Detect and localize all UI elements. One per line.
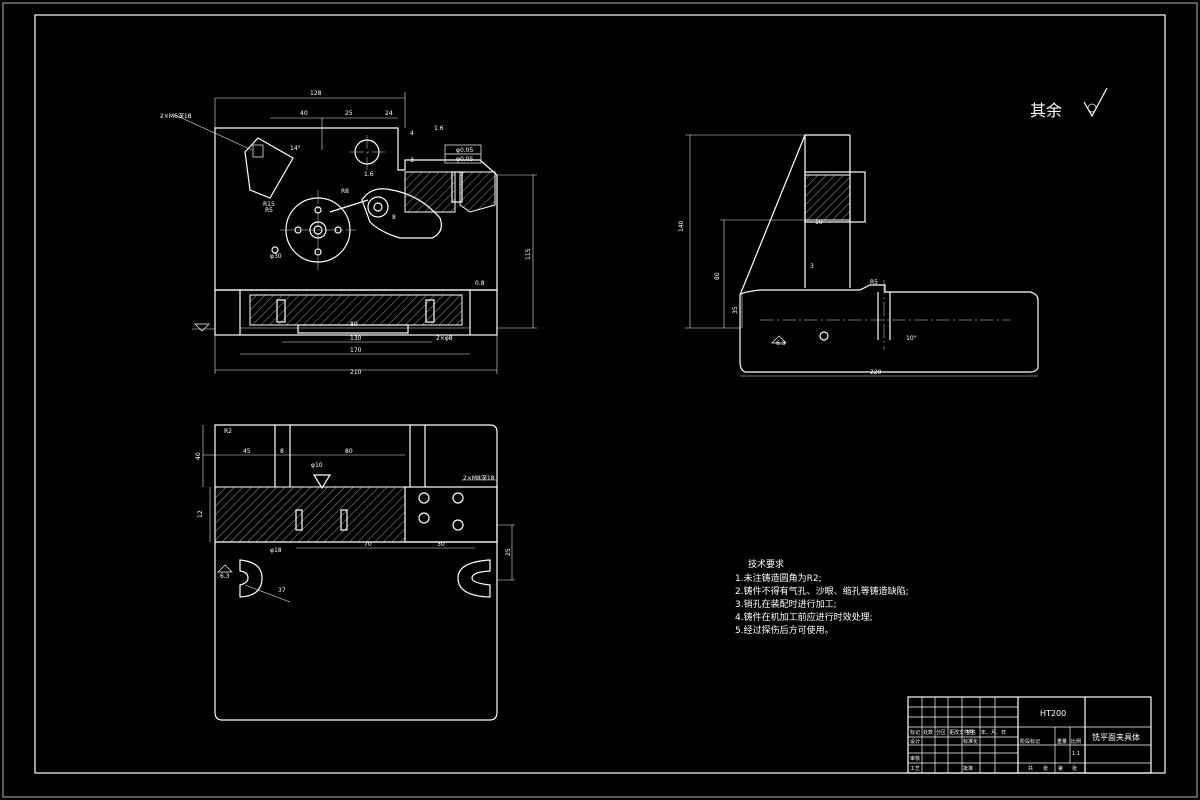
title-block-sheet-no: 第 <box>1058 765 1063 772</box>
side-dim-r5: R5 <box>870 279 878 286</box>
title-block-header-date: 年、月、日 <box>981 729 1006 736</box>
front-dim-r5: R5 <box>265 207 273 214</box>
front-dim-40: 40 <box>300 110 308 117</box>
title-block-label-review: 审核 <box>910 755 920 762</box>
tech-req-item-2: 2.铸件不得有气孔、沙眼、缩孔等铸造缺陷; <box>735 585 909 597</box>
front-dim-angle: 14° <box>290 145 301 152</box>
side-dim-width: 220 <box>870 369 882 376</box>
title-block-total: 共 <box>1028 765 1033 772</box>
sheet-border-inner <box>34 14 1166 774</box>
front-dim-holes: 2×φ8 <box>436 335 453 342</box>
top-dim-dia10: φ10 <box>311 462 323 469</box>
title-block-stage-mark: 阶段标记 <box>1020 738 1040 745</box>
front-note-holes: 2×M6深18 <box>160 112 192 120</box>
front-dim-dia30: φ30 <box>270 253 282 260</box>
top-view: R2 45 8 80 70 30 40 12 25 φ10 2×M8深18 6.… <box>195 424 515 721</box>
side-dim-10: 10 <box>815 219 823 226</box>
title-block-header-sign: 签名 <box>966 729 976 736</box>
front-note-roughness: 1.6 <box>434 125 444 132</box>
title-block: HT200 铣平面夹具体 标记 设计 审核 工艺 处数 分区 更改文件号 签名 … <box>907 696 1152 774</box>
title-block-scale-label: 比例 <box>1071 738 1081 745</box>
top-note-roughness: 6.3 <box>220 573 230 580</box>
top-dim-12: 12 <box>197 510 204 518</box>
front-view: 128 40 25 24 14° 4 3 1.6 R15 R5 φ30 R8 8… <box>160 90 537 376</box>
side-note-roughness: 6.3 <box>776 340 786 347</box>
title-block-header-zone: 分区 <box>936 729 946 736</box>
top-dim-70: 70 <box>364 541 372 548</box>
front-dim-80: 80 <box>350 321 358 328</box>
top-dim-37: 37 <box>278 587 286 594</box>
title-block-standardize: 标准化 <box>963 738 978 745</box>
front-dim-24: 24 <box>385 110 393 117</box>
title-block-header-change: 更改文件号 <box>949 729 974 736</box>
front-dim-170: 170 <box>350 347 362 354</box>
side-dim-height: 140 <box>678 220 685 232</box>
title-block-weight: 重量 <box>1057 738 1067 745</box>
top-dim-40: 40 <box>195 452 202 460</box>
tech-req-item-4: 4.铸件在机加工前应进行时效处理; <box>735 611 873 623</box>
title-block-scale-value: 1:1 <box>1072 751 1080 757</box>
front-dim-25: 25 <box>345 110 353 117</box>
tech-req-item-3: 3.销孔在装配时进行加工; <box>735 598 837 610</box>
roughness-symbol-icon <box>1083 87 1108 118</box>
side-dim-3: 3 <box>810 263 814 270</box>
front-dim-r15: R15 <box>263 201 275 208</box>
tech-req-title: 技术要求 <box>748 558 784 570</box>
top-note-dia18: φ18 <box>270 547 282 554</box>
title-block-part-name: 铣平面夹具体 <box>1092 732 1140 742</box>
title-block-label-mark: 标记 <box>910 729 920 736</box>
side-view: 140 80 35 220 10 3 R5 6.3 10° <box>678 134 1039 377</box>
front-dim-roughness: 1.6 <box>364 171 374 178</box>
side-dim-35: 35 <box>732 306 739 314</box>
top-dim-r2: R2 <box>224 428 232 435</box>
title-block-sheets-1: 张 <box>1043 765 1048 772</box>
top-dim-25: 25 <box>505 548 512 556</box>
side-dim-angle: 10° <box>906 335 917 342</box>
tech-req-item-5: 5.经过探伤后方可使用。 <box>735 624 834 636</box>
front-dim-4: 4 <box>410 130 414 137</box>
front-dim-210: 210 <box>350 369 362 376</box>
title-block-header-count: 处数 <box>923 729 933 736</box>
front-dim-8: 8 <box>392 214 396 221</box>
top-dim-80: 80 <box>345 448 353 455</box>
front-dim-3: 3 <box>410 157 414 164</box>
general-roughness-note: 其余 <box>1030 87 1108 120</box>
front-tolerance-2: φ0.05 <box>456 156 474 163</box>
front-dim-r8: R8 <box>341 188 349 195</box>
technical-requirements: 技术要求 1.未注铸造圆角为R2; 2.铸件不得有气孔、沙眼、缩孔等铸造缺陷; … <box>735 558 909 636</box>
title-block-label-design: 设计 <box>910 738 920 745</box>
front-dim-overall-width: 128 <box>310 90 322 97</box>
tech-req-item-1: 1.未注铸造圆角为R2; <box>735 572 822 584</box>
title-block-approve: 批准 <box>963 765 973 772</box>
top-dim-45: 45 <box>243 448 251 455</box>
top-note-holes: 2×M8深18 <box>463 474 495 482</box>
front-dim-130: 130 <box>350 335 362 342</box>
front-tolerance-1: φ0.05 <box>456 147 474 154</box>
side-dim-80: 80 <box>714 272 721 280</box>
title-block-label-process: 工艺 <box>910 766 920 772</box>
top-dim-30: 30 <box>437 541 445 548</box>
roughness-note-text: 其余 <box>1030 101 1062 120</box>
front-dim-height: 115 <box>525 248 532 260</box>
title-block-sheets-2: 张 <box>1072 765 1077 772</box>
front-note-roughness-2: 0.8 <box>475 280 485 287</box>
title-block-material: HT200 <box>1040 709 1066 718</box>
top-dim-8: 8 <box>280 448 284 455</box>
